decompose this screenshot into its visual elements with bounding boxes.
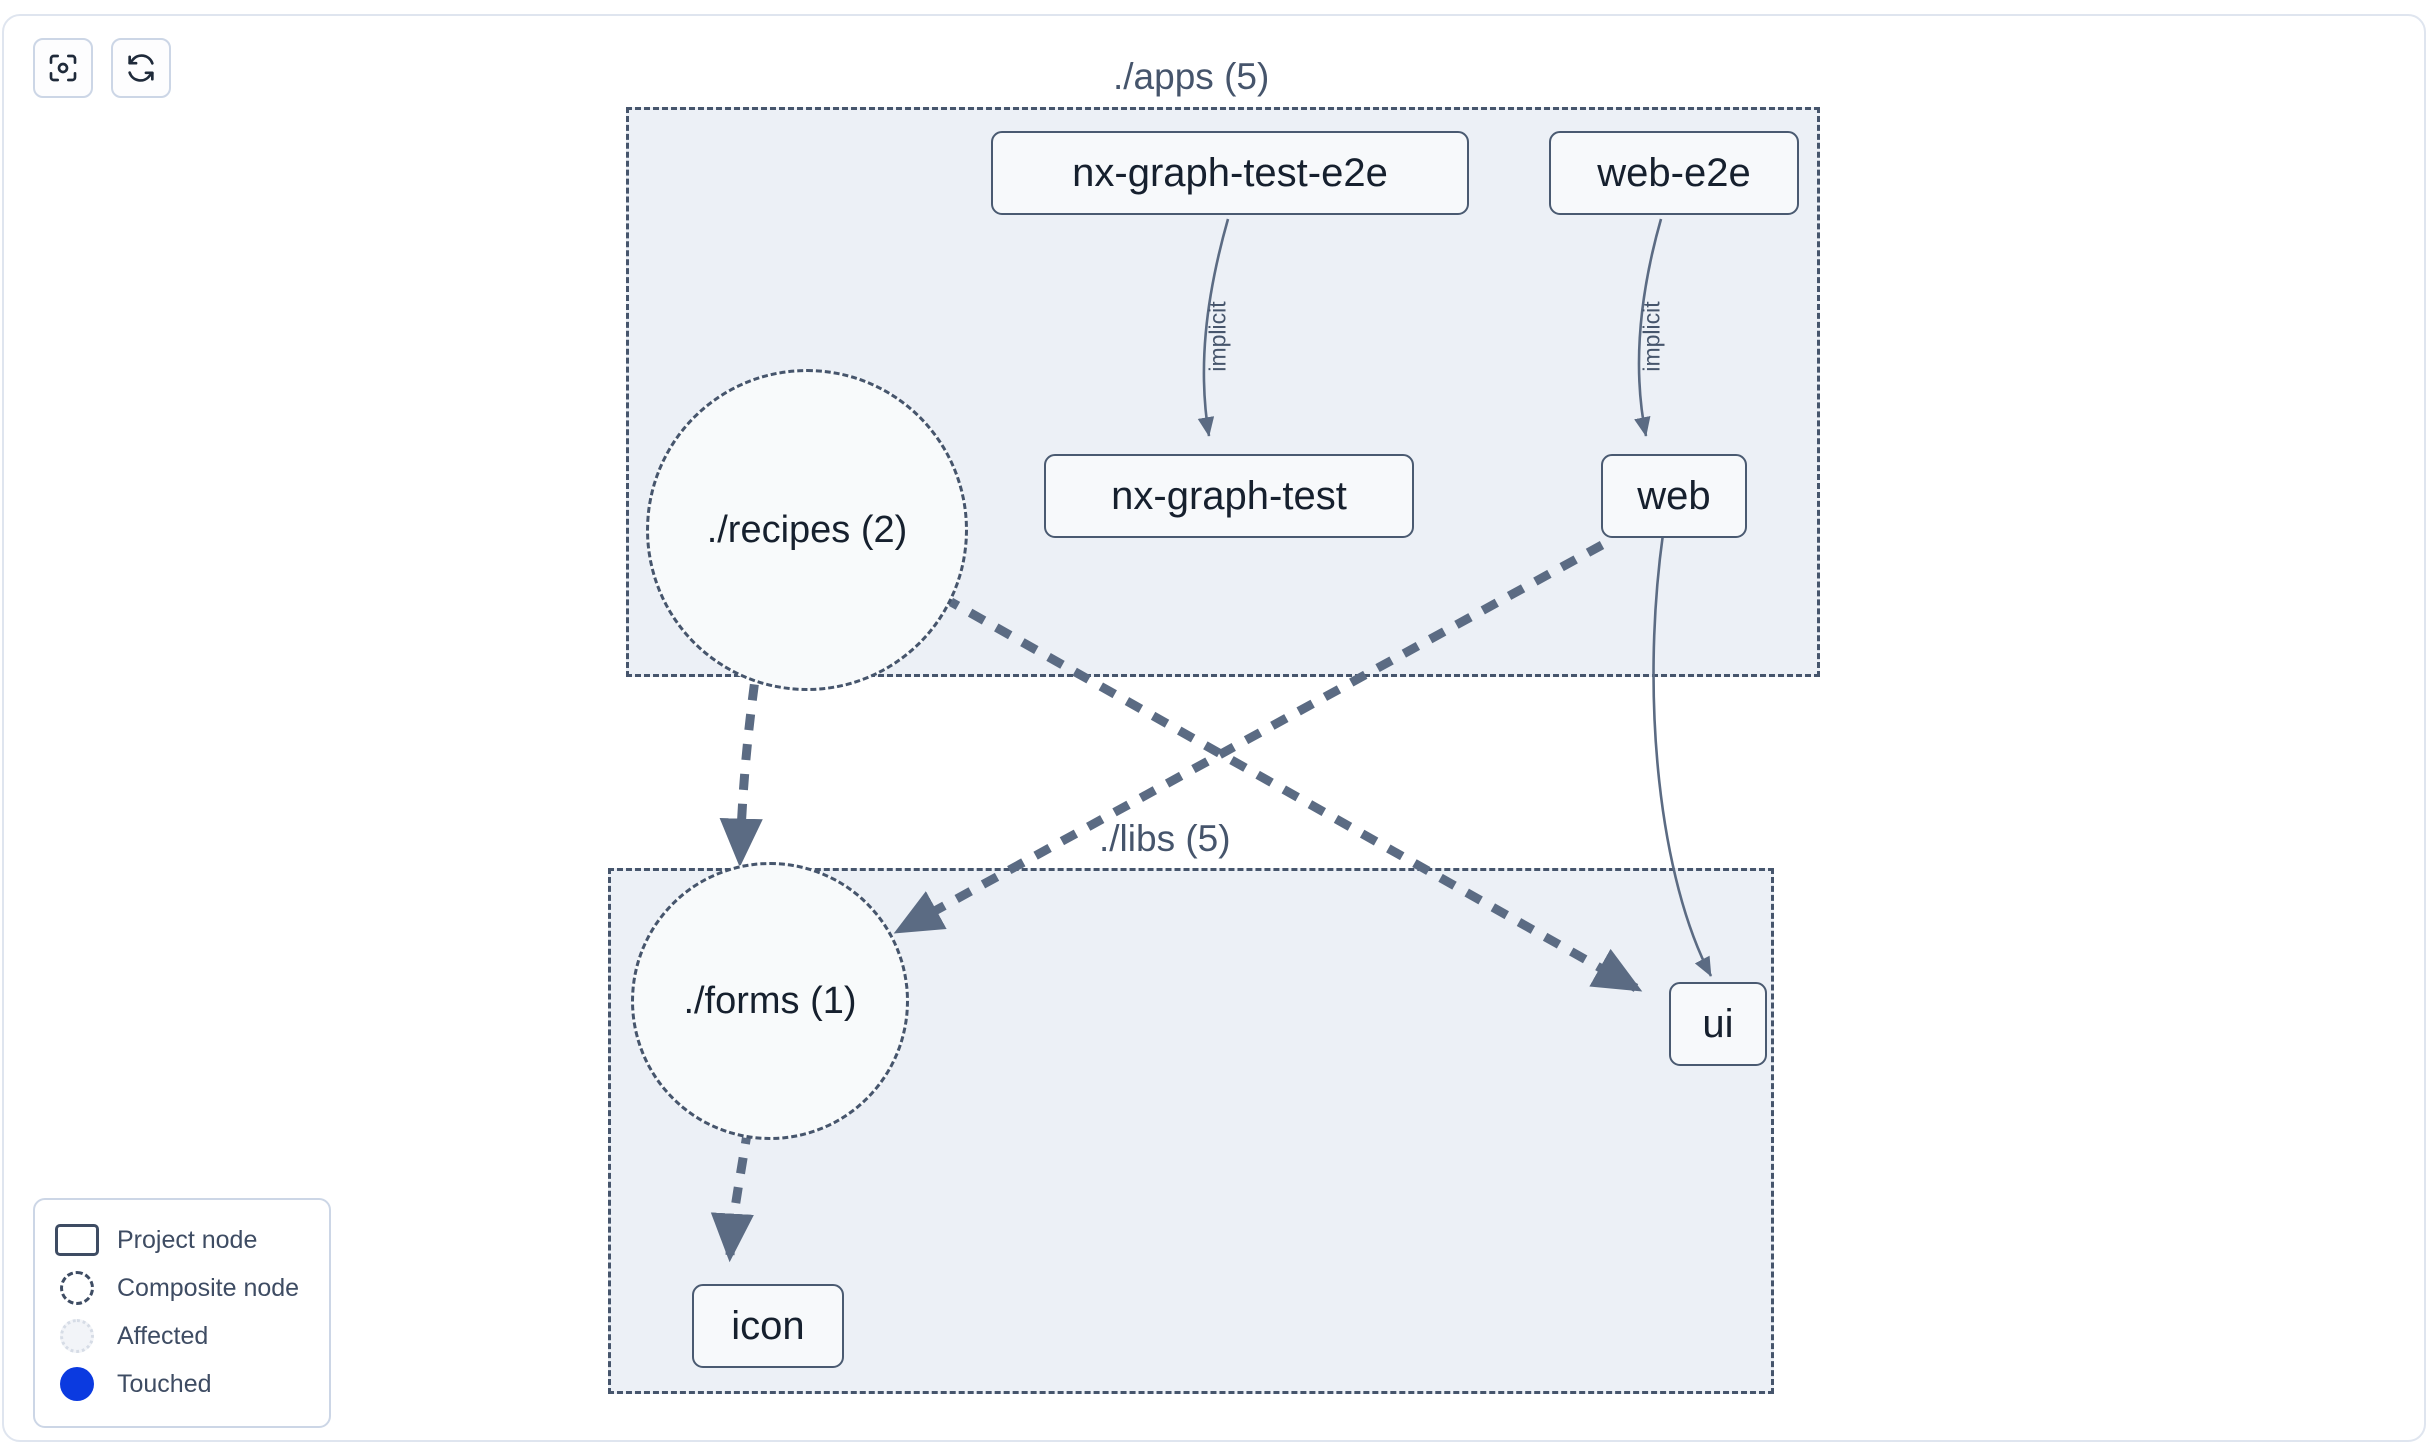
touched-swatch	[55, 1367, 99, 1401]
legend-item-project-node: Project node	[55, 1216, 309, 1264]
node-label-ui: ui	[1702, 1002, 1734, 1046]
node-label-recipes: ./recipes (2)	[706, 509, 908, 551]
composite-node-swatch	[55, 1271, 99, 1305]
node-web-e2e[interactable]: web-e2e	[1549, 131, 1799, 215]
focus-graph-button[interactable]	[33, 38, 93, 98]
node-forms[interactable]: ./forms (1)	[631, 862, 909, 1140]
legend-label-project-node: Project node	[117, 1225, 258, 1254]
group-apps-label: ./apps (5)	[1113, 56, 1270, 97]
group-libs-label: ./libs (5)	[1099, 818, 1231, 859]
node-label-nx-graph-test: nx-graph-test	[1111, 474, 1347, 518]
legend-label-affected: Affected	[117, 1321, 209, 1350]
graph-toolbar	[33, 38, 171, 98]
legend-item-touched: Touched	[55, 1360, 309, 1408]
node-label-nx-graph-test-e2e: nx-graph-test-e2e	[1072, 151, 1388, 195]
node-label-web-e2e: web-e2e	[1597, 151, 1751, 195]
node-nx-graph-test[interactable]: nx-graph-test	[1044, 454, 1414, 538]
refresh-graph-button[interactable]	[111, 38, 171, 98]
node-label-web: web	[1637, 474, 1711, 518]
node-nx-graph-test-e2e[interactable]: nx-graph-test-e2e	[991, 131, 1469, 215]
node-recipes[interactable]: ./recipes (2)	[646, 369, 968, 691]
node-label-forms: ./forms (1)	[683, 980, 857, 1022]
graph-legend: Project node Composite node Affected Tou…	[33, 1198, 331, 1428]
node-label-icon: icon	[731, 1304, 805, 1348]
project-node-swatch	[55, 1223, 99, 1257]
focus-target-icon	[47, 52, 79, 84]
legend-label-composite-node: Composite node	[117, 1273, 300, 1302]
legend-item-affected: Affected	[55, 1312, 309, 1360]
refresh-icon	[125, 52, 157, 84]
node-ui[interactable]: ui	[1669, 982, 1767, 1066]
node-icon[interactable]: icon	[692, 1284, 844, 1368]
node-web[interactable]: web	[1601, 454, 1747, 538]
affected-swatch	[55, 1319, 99, 1353]
legend-label-touched: Touched	[117, 1369, 212, 1398]
legend-item-composite-node: Composite node	[55, 1264, 309, 1312]
